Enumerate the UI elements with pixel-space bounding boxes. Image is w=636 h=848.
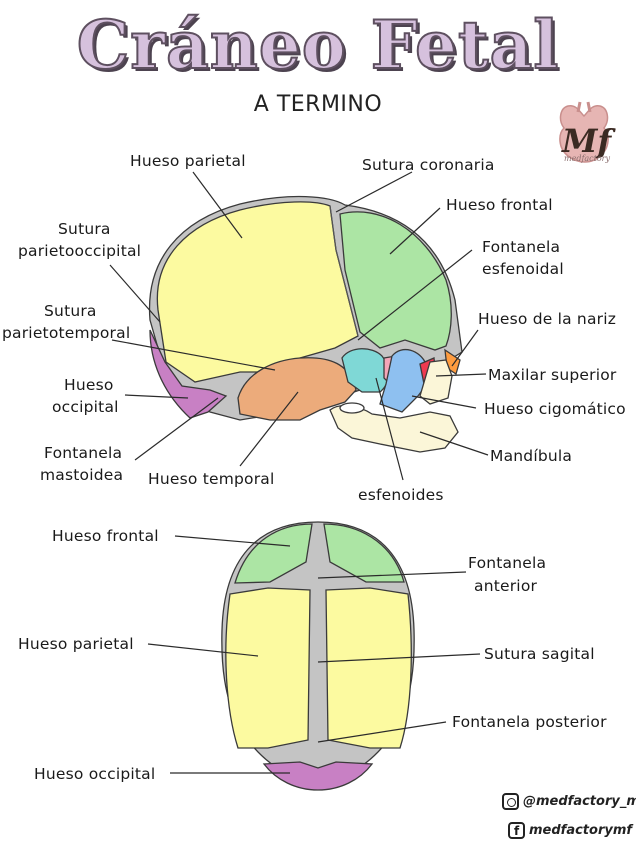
instagram-handle[interactable]: @medfactory_mf — [523, 794, 636, 809]
label-sphenoid: esfenoides — [358, 486, 444, 504]
top-frontal-left — [234, 523, 313, 584]
label-sagittal-suture: Sutura sagital — [484, 645, 595, 663]
label-posterior-fontanelle: Fontanela posterior — [452, 713, 607, 731]
lateral-zygomatic-bone — [379, 348, 431, 413]
facebook-icon: f — [508, 822, 525, 839]
medfactory-logo: Mf medfactory — [554, 98, 616, 180]
label-parietal: Hueso parietal — [130, 152, 246, 170]
label-top-occipital: Hueso occipital — [34, 765, 156, 783]
label-mastoid-fontanelle-2: mastoidea — [40, 466, 124, 484]
lateral-ear-canal — [339, 402, 365, 414]
label-sphenoidal-fontanelle-1: Fontanela — [482, 238, 561, 256]
label-parietotemporal-2: parietotemporal — [2, 324, 131, 342]
label-top-parietal: Hueso parietal — [18, 635, 134, 653]
top-parietal-right — [325, 587, 412, 749]
label-occipital-1: Hueso — [64, 376, 114, 394]
lateral-parietal-bone — [156, 201, 359, 383]
top-parietal-left — [225, 587, 311, 749]
label-parietotemporal-1: Sutura — [44, 302, 97, 320]
label-maxilla: Maxilar superior — [488, 366, 617, 384]
top-frontal-right — [323, 523, 405, 583]
top-skull — [221, 521, 415, 791]
label-frontal: Hueso frontal — [446, 196, 553, 214]
label-anterior-fontanelle-1: Fontanela — [468, 554, 547, 572]
lateral-coronal-suture — [329, 205, 359, 337]
top-occipital — [262, 761, 374, 791]
label-sphenoidal-fontanelle-2: esfenoidal — [482, 260, 564, 278]
label-mastoid-fontanelle-1: Fontanela — [44, 444, 123, 462]
label-occipital-2: occipital — [52, 398, 119, 416]
label-mandible: Mandíbula — [490, 447, 573, 465]
label-parietooccipital-1: Sutura — [58, 220, 111, 238]
lateral-upper-jaw — [419, 359, 453, 405]
instagram-icon — [502, 793, 519, 810]
page-title: Cráneo Fetal — [76, 5, 560, 85]
page-subtitle: A TERMINO — [253, 92, 383, 117]
lateral-occipital-bone — [149, 329, 228, 419]
label-parietooccipital-2: parietooccipital — [18, 242, 142, 260]
logo-subtext: medfactory — [564, 154, 611, 163]
lateral-skull — [148, 195, 463, 453]
logo-letters: Mf — [562, 122, 612, 160]
facebook-handle[interactable]: medfactorymf — [529, 823, 633, 838]
lateral-temporal-bone — [237, 357, 357, 421]
label-temporal: Hueso temporal — [148, 470, 275, 488]
top-leader-lines — [147, 535, 481, 774]
label-nasal: Hueso de la nariz — [478, 310, 617, 328]
label-top-frontal: Hueso frontal — [52, 527, 159, 545]
label-zygomatic: Hueso cigomático — [484, 400, 626, 418]
label-anterior-fontanelle-2: anterior — [474, 577, 538, 595]
logo-heart-icon — [559, 101, 609, 163]
lateral-frontal-bone — [339, 211, 452, 351]
lateral-leader-lines — [109, 171, 489, 481]
label-coronal-suture: Sutura coronaria — [362, 156, 495, 174]
